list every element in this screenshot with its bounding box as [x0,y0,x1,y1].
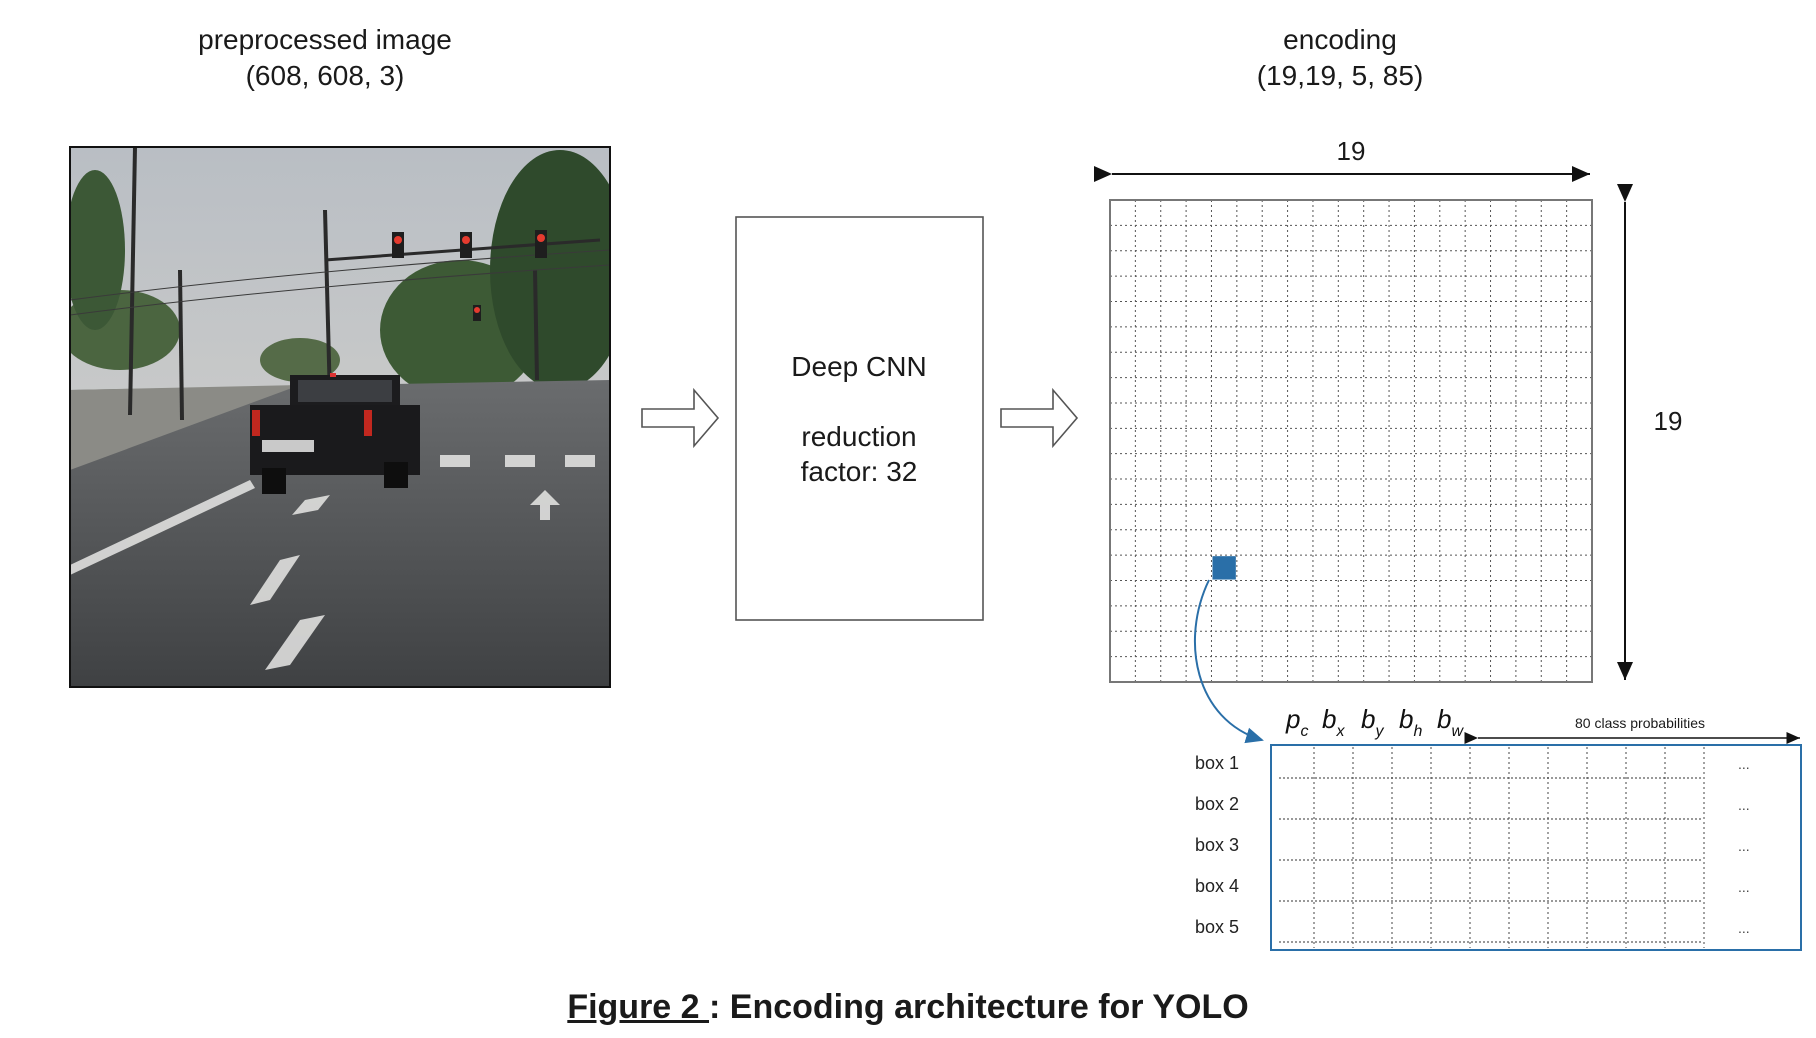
figure-number: Figure 2 [567,988,710,1026]
arrow-input-to-cnn [641,387,720,449]
cnn-box [735,216,984,621]
encoding-title-line1: encoding [1283,24,1397,55]
cnn-label: Deep CNN [791,351,926,382]
box-label: box 2 [1195,794,1239,814]
input-title: preprocessed image (608, 608, 3) [160,22,490,94]
arrow-cnn-to-encoding [1000,387,1079,449]
encoding-title-line2: (19,19, 5, 85) [1256,60,1424,91]
cnn-reduction-label: reduction [801,421,916,452]
box-label: box 3 [1195,835,1239,855]
height-label: 19 [1654,406,1683,436]
row-ellipsis: ... [1738,756,1750,772]
input-title-line2: (608, 608, 3) [245,60,405,91]
detail-table-frame [1270,744,1802,951]
box-labels: box 1 box 2 box 3 box 4 box 5 [1195,753,1239,937]
connector-arrow [1193,579,1264,744]
row-ellipsis: ... [1738,838,1750,854]
row-ellipses: ............... [1738,756,1750,936]
figure-caption: Figure 2 : Encoding architecture for YOL… [0,988,1816,1027]
box-label: box 1 [1195,753,1239,773]
encoding-title: encoding (19,19, 5, 85) [1190,22,1490,94]
detail-grid [1279,747,1705,948]
cnn-factor-label: factor: 32 [801,456,918,487]
param-label: bh [1399,704,1422,740]
width-label: 19 [1337,136,1366,166]
box-label: box 5 [1195,917,1239,937]
param-label: bw [1437,704,1464,740]
param-label: bx [1322,704,1345,740]
param-label: by [1361,704,1384,740]
input-title-line1: preprocessed image [198,24,452,55]
street-photo [70,147,610,687]
figure-caption-text: : Encoding architecture for YOLO [709,988,1249,1026]
row-ellipsis: ... [1738,920,1750,936]
truck [250,373,420,494]
row-ellipsis: ... [1738,797,1750,813]
class-prob-label: 80 class probabilities [1575,715,1705,731]
highlighted-cell [1212,556,1236,580]
param-label: pc [1285,704,1308,740]
row-ellipsis: ... [1738,879,1750,895]
input-image-frame [69,146,611,688]
encoding-grid [1110,200,1592,682]
box-label: box 4 [1195,876,1239,896]
encoding-grid-frame [1109,199,1593,683]
